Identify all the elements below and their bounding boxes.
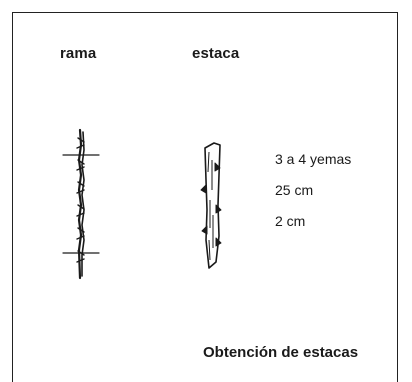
figure-caption: Obtención de estacas xyxy=(203,344,359,361)
cutting-drawing xyxy=(200,142,222,269)
cutting-label: estaca xyxy=(192,45,240,62)
bud-count-spec: 3 a 4 yemas xyxy=(275,151,352,167)
figure-frame xyxy=(12,12,398,382)
length-spec: 25 cm xyxy=(275,182,314,198)
diameter-spec: 2 cm xyxy=(275,213,306,229)
branch-drawing xyxy=(62,128,100,280)
branch-label: rama xyxy=(60,45,97,62)
